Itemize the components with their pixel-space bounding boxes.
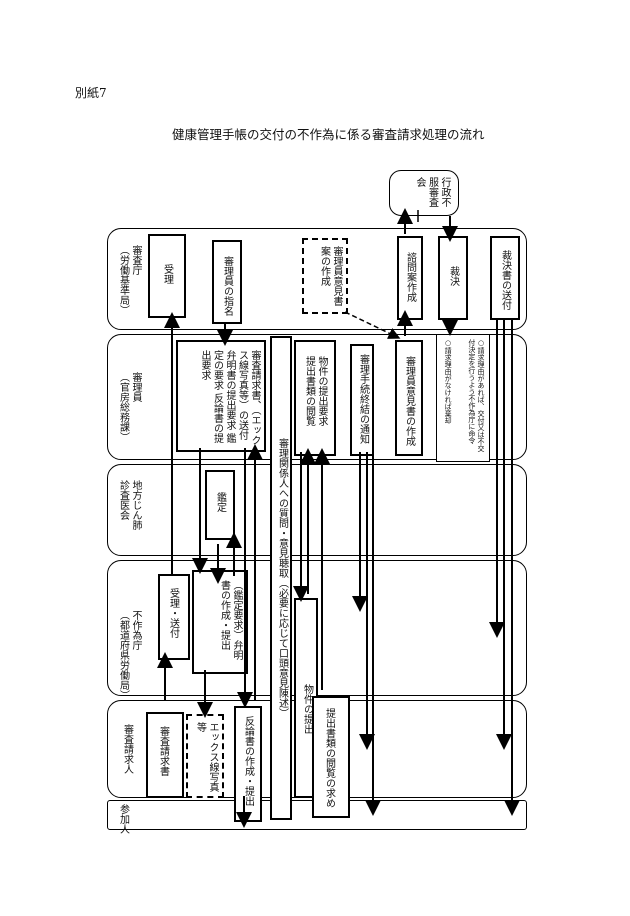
lane-council <box>107 464 527 556</box>
hearing-box: 審理関係人への質問・意見聴取（必要に応じて口頭意見陳述） <box>270 336 292 820</box>
opinion-make-box: 審理員意見書の作成 <box>395 340 423 456</box>
annex-label: 別紙7 <box>75 86 107 100</box>
lane-title-requester: 審査請求人 <box>121 724 133 774</box>
page-title: 健康管理手帳の交付の不作為に係る審査請求処理の流れ <box>172 127 485 142</box>
appraisal-box: 鑑定 <box>205 470 235 540</box>
request-doc-box: 審査請求書 <box>146 712 184 798</box>
note-1: ○請求理由がなければ棄却 <box>444 339 453 424</box>
examiner-request-box: 審査請求書、（エックス線写真等）の送付 弁明書の提出要求 鑑定の要求 反論書の提… <box>176 340 266 452</box>
lane-title-participant: 参加人 <box>117 804 129 834</box>
counter-make-box: 反論書の作成・提出 <box>234 706 262 822</box>
review-board-box: 行政不服審査会 <box>389 170 459 216</box>
article-request-box: 物件の提出要求提出書類の閲覧 <box>294 340 336 456</box>
lane-title-examiner: 審理員（官房総務課） <box>117 372 142 442</box>
opinion-draft-box: 審理員意見書案の作成 <box>302 238 348 314</box>
lane-title-agency: 審査庁（労働基準局） <box>117 245 142 315</box>
accept-send-box: 受理・送付 <box>158 574 190 660</box>
lane-title-council: 地方じん肺診査医会 <box>117 480 142 530</box>
notes-box: ○請求理由がなければ棄却 ○請求理由があれば、交付又は不交付決定を行うよう不作為… <box>436 334 490 462</box>
appoint-box: 審理員の指名 <box>212 240 242 324</box>
deliver-box: 裁決書の送付 <box>490 236 520 320</box>
xray-box: エックス線写真等 <box>186 714 224 798</box>
report-box: 諮問案作成 <box>397 236 423 320</box>
view-request-box: 提出書類の閲覧の求め <box>312 696 350 818</box>
explain-make-box: （鑑定要求）弁明書の作成・提出 <box>192 570 248 674</box>
lane-agency <box>107 228 527 330</box>
end-notice-box: 審理手続終結の通知 <box>350 344 374 456</box>
lane-title-inaction: 不作為庁（都道府県労働局） <box>117 610 142 700</box>
receive-box: 受理 <box>148 234 186 318</box>
note-2: ○請求理由があれば、交付又は不交付決定を行うよう不作為庁に命令 <box>467 339 485 452</box>
ruling-box: 裁決 <box>438 236 468 320</box>
